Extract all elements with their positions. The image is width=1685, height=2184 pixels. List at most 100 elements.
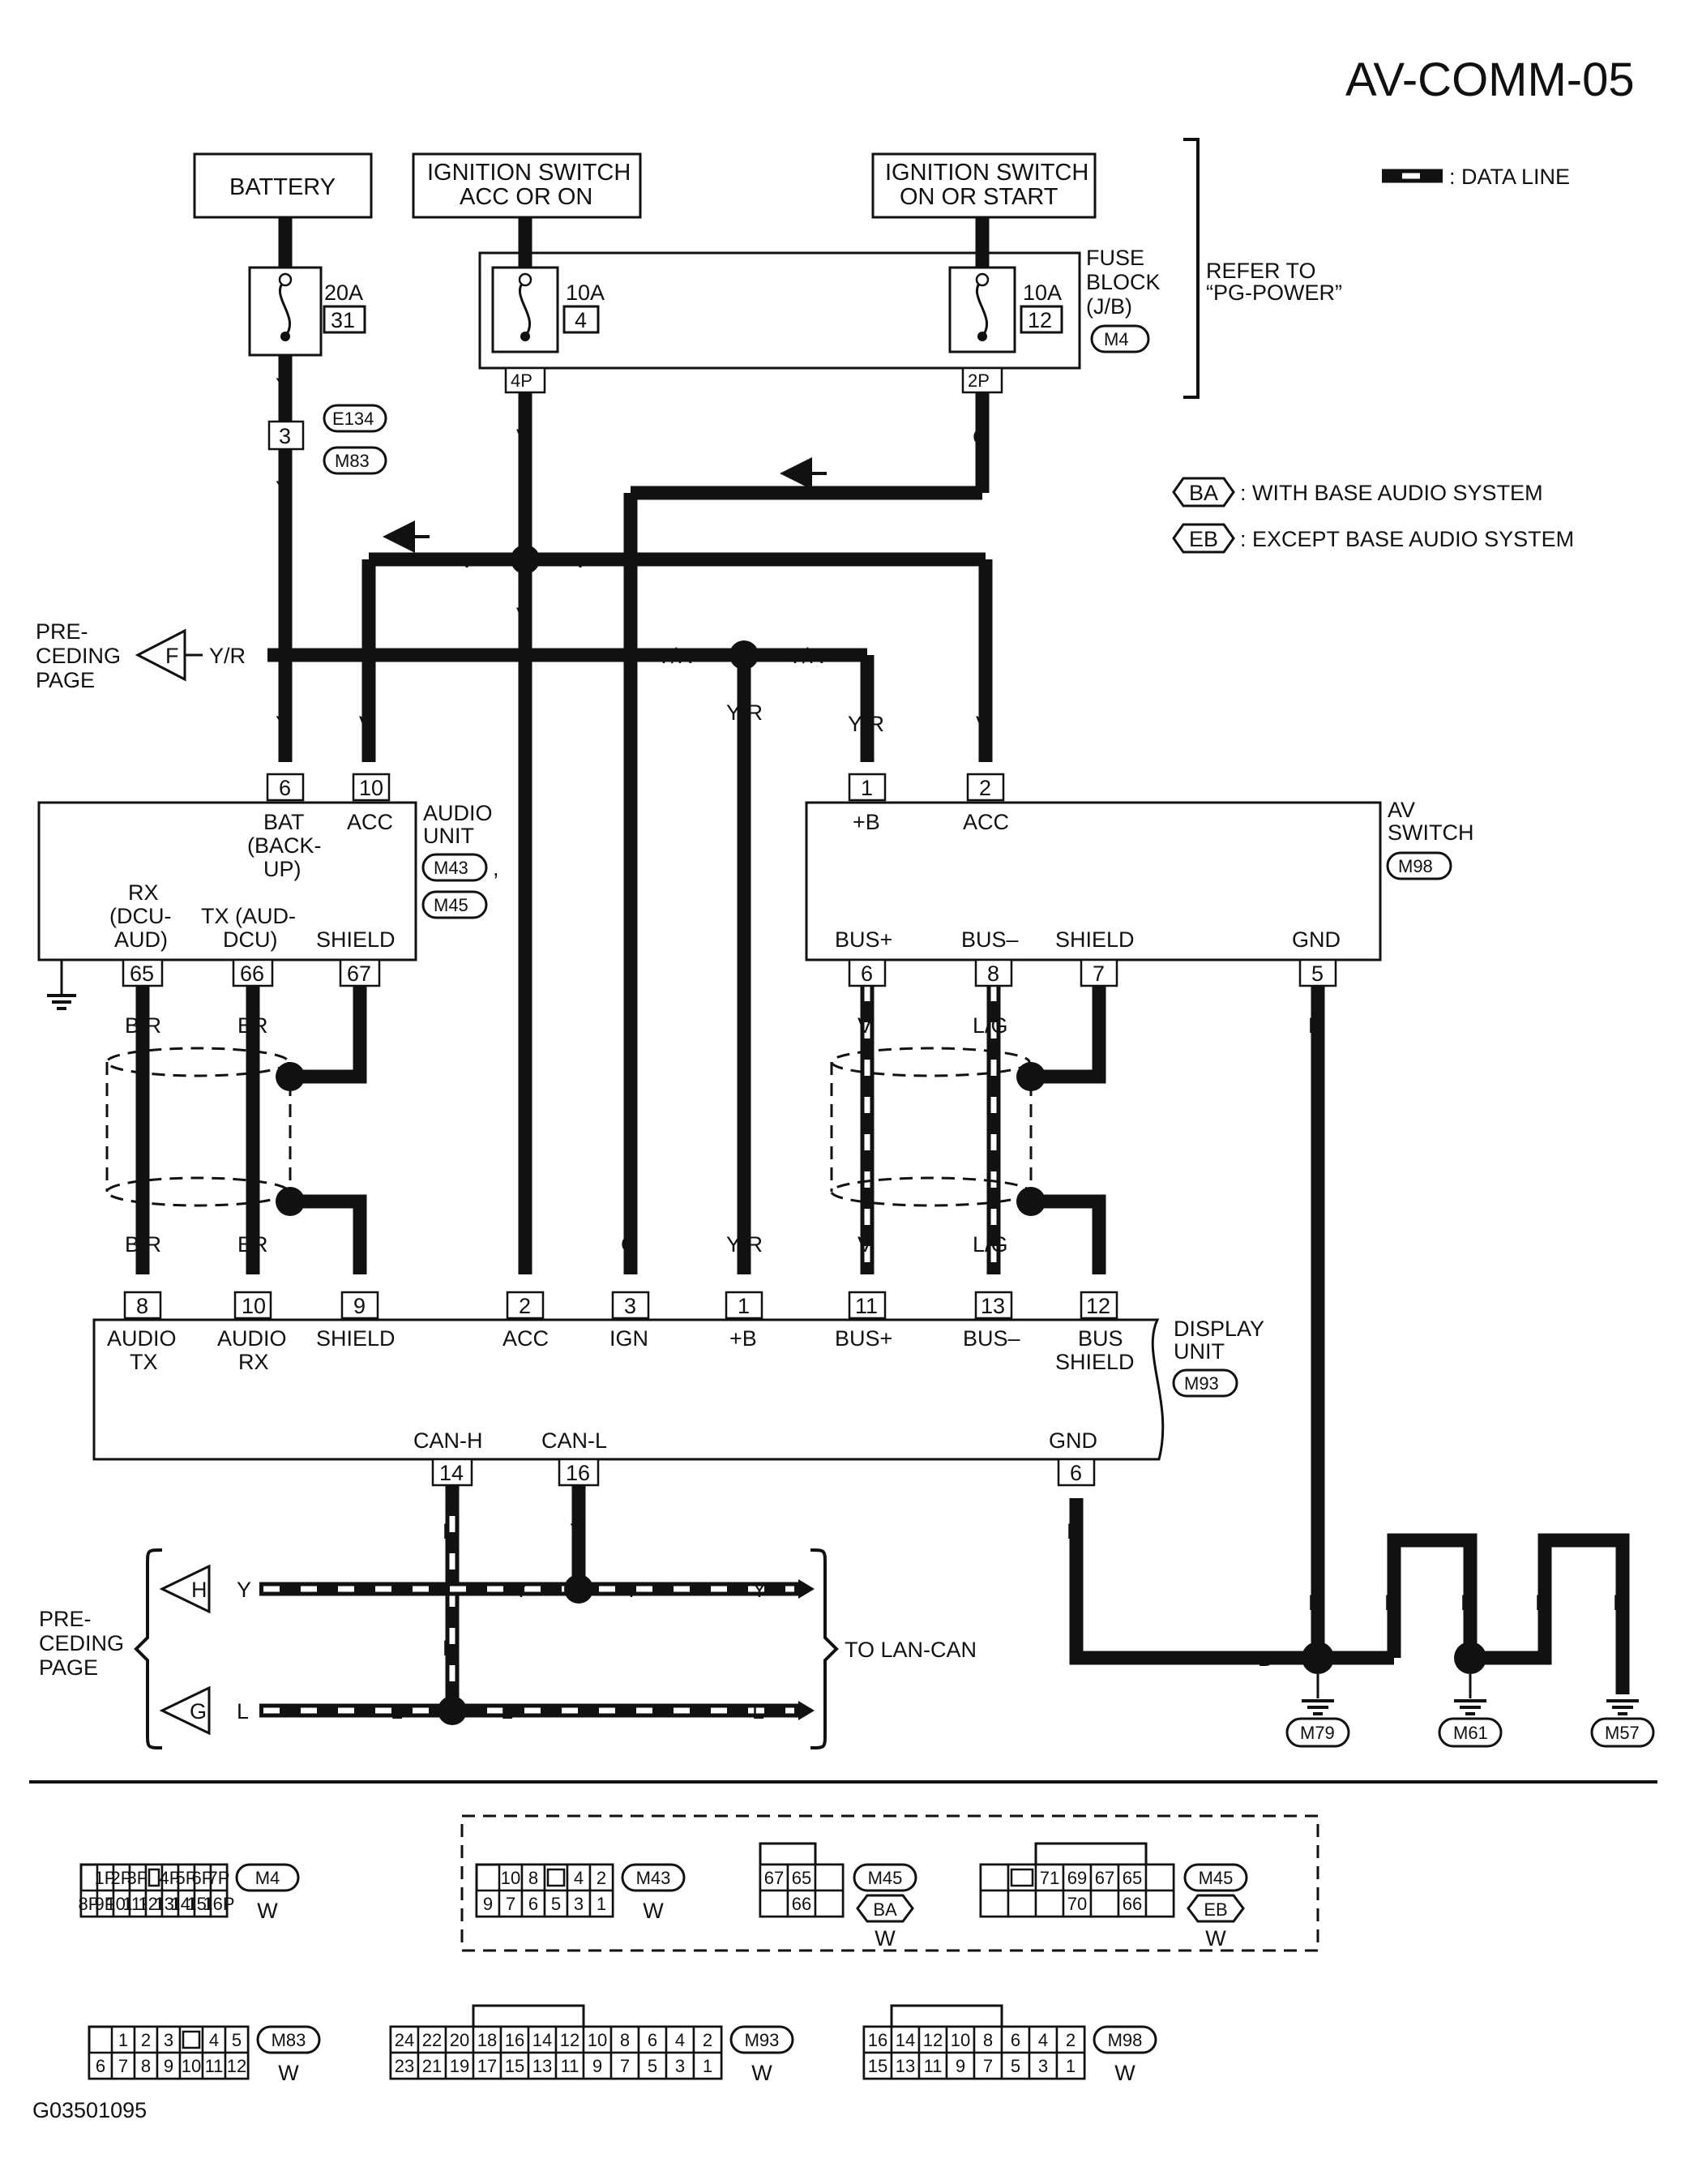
svg-text:B: B [1258,1647,1272,1671]
svg-text:V: V [516,603,531,627]
pin-label: 13 [532,2056,552,2076]
pin-label: 4 [675,2030,685,2050]
ba-tag-icon [1172,477,1235,507]
svg-text:BLOCK: BLOCK [1086,270,1161,294]
pin-label: 16 [505,2030,524,2050]
pin-label: 70 [1067,1894,1087,1914]
pin-label: 65 [792,1868,811,1888]
pin-label: 2 [703,2030,712,2050]
svg-text:CEDING: CEDING [36,644,121,668]
svg-text:PAGE: PAGE [36,668,95,692]
pin-label: 3 [574,1894,584,1914]
svg-text:G: G [190,1699,207,1724]
refer-bracket [1183,138,1200,399]
svg-text:V: V [359,712,374,736]
connector-name: M45 [868,1868,903,1888]
svg-text:AUDIO: AUDIO [423,801,493,825]
svg-text:BUS+: BUS+ [835,1326,892,1351]
pin-label: 66 [1123,1894,1142,1914]
svg-text:M4: M4 [1104,329,1129,349]
svg-text:SHIELD: SHIELD [316,1326,396,1351]
svg-text:Y: Y [752,1578,767,1602]
svg-text:L/G: L/G [973,1232,1008,1257]
svg-text:M45: M45 [434,895,468,915]
svg-text:B/R: B/R [125,1232,161,1257]
pin-label: 15 [868,2056,887,2076]
pin-label: 14 [532,2030,552,2050]
svg-text:12: 12 [1028,308,1052,332]
svg-text:BUS–: BUS– [961,927,1019,952]
svg-text:+B: +B [853,810,880,834]
pin-label: 1 [1066,2056,1076,2076]
svg-text:13: 13 [981,1294,1005,1318]
pin-label: 19 [450,2056,469,2076]
pin-label: 17 [477,2056,497,2076]
svg-text:RX: RX [128,880,159,905]
pin-label: 7 [506,1894,515,1914]
svg-text:16: 16 [566,1461,590,1485]
svg-text:L: L [752,1699,764,1724]
svg-text:4: 4 [575,308,587,332]
svg-text:(DCU-: (DCU- [109,904,171,928]
svg-text:8: 8 [136,1294,148,1318]
pin-label: 1 [597,1894,606,1914]
right-brace [810,1548,839,1749]
svg-text:67: 67 [347,961,371,986]
pin-label: 2 [141,2030,151,2050]
svg-text:IGN: IGN [609,1326,648,1351]
connector-hood [759,1842,817,1865]
pin-label: 10 [588,2030,607,2050]
pin-label: 69 [1067,1868,1087,1888]
pin-label: 67 [1095,1868,1114,1888]
svg-text:BA: BA [873,1899,897,1920]
svg-text:L/G: L/G [973,1013,1008,1038]
svg-text:CAN-L: CAN-L [541,1428,607,1453]
svg-text:L: L [501,1699,513,1724]
svg-text:EB: EB [1204,1899,1227,1920]
connector-name: M98 [1108,2030,1143,2050]
pin-label: 23 [395,2056,414,2076]
connector-hood [890,2004,1003,2027]
svg-text:B: B [1535,1591,1550,1615]
pin-label: 9 [164,2056,173,2076]
svg-text:PAGE: PAGE [39,1655,98,1680]
conn-tag-m4 [1090,324,1150,353]
svg-text:Y: Y [276,374,290,398]
svg-text:ON OR START: ON OR START [900,184,1058,210]
svg-text:V: V [976,712,990,736]
svg-text:H: H [191,1578,207,1602]
svg-text:V: V [857,1232,872,1257]
to-lan-can-label: TO LAN-CAN [845,1638,977,1662]
pin-label: 16 [868,2030,887,2050]
svg-text:ACC: ACC [347,810,393,834]
connector-color: W [751,2061,772,2085]
fuse-10a-acc: 10A 4 [491,217,605,353]
connector-color: W [875,1926,896,1951]
pin-label: 13 [896,2056,915,2076]
connector-hood [472,2004,585,2027]
pin-label: 3 [675,2056,685,2076]
pin-label: 24 [395,2030,414,2050]
fuse-20a: 20A 31 [248,217,366,357]
pin-label: 67 [764,1868,784,1888]
svg-text:SHIELD: SHIELD [316,927,396,952]
svg-text:FUSE: FUSE [1086,246,1144,270]
svg-text:B: B [1384,1591,1399,1615]
svg-text:12: 12 [1086,1294,1110,1318]
svg-text:BUS–: BUS– [963,1326,1020,1351]
arrow-right-icon [798,1701,815,1720]
pin-label: 10 [501,1868,520,1888]
svg-text:M98: M98 [1398,856,1433,876]
pin-label: 15 [505,2056,524,2076]
connector-color: W [278,2061,299,2085]
pin-label: 2 [597,1868,606,1888]
svg-text:TX: TX [130,1350,158,1374]
svg-text:10: 10 [242,1294,266,1318]
